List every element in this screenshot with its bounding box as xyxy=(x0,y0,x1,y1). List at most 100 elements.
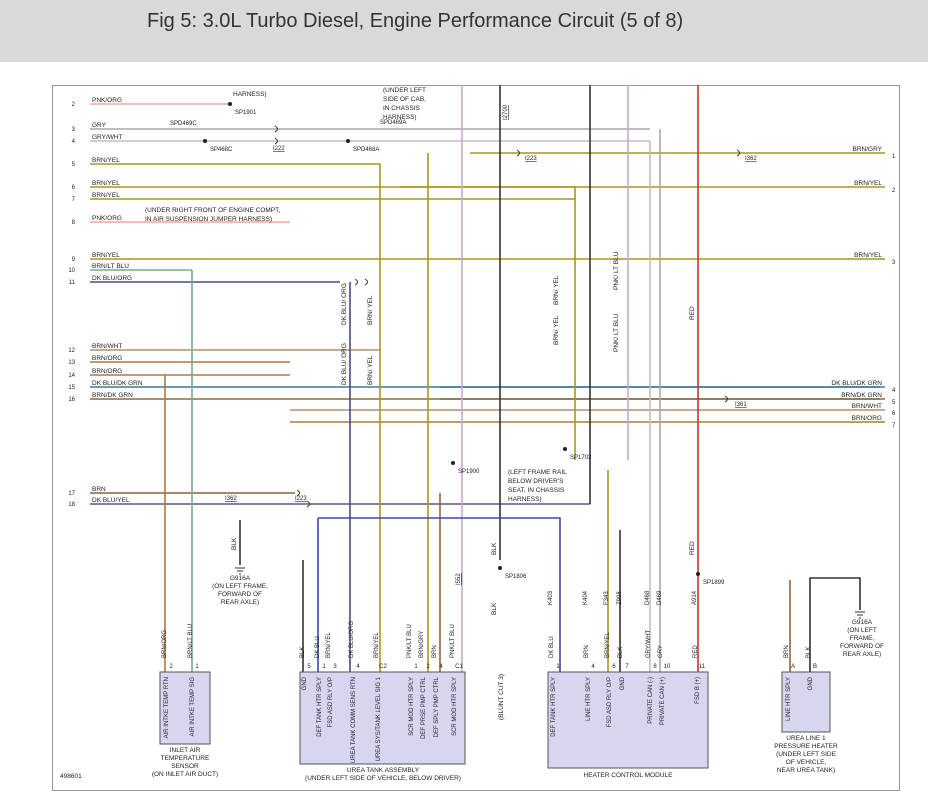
pin-function-heater_module: PRIVATE CAN (-) xyxy=(648,677,654,724)
left-pin-number: 7 xyxy=(72,197,76,203)
right-pin-number: 7 xyxy=(892,423,896,429)
component-urea_tank xyxy=(299,671,466,765)
left-wire-label: BRN/YEL xyxy=(92,252,120,259)
vertical-label-dkblu-org: DK BLU/ ORG xyxy=(341,283,348,325)
right-pin-number: 1 xyxy=(892,154,896,160)
pin-number-heater_module: 7 xyxy=(625,664,629,670)
left-pin-number: 13 xyxy=(68,360,75,366)
vertical-label-brn-yel-4: BRN/ YEL xyxy=(553,315,560,345)
pin-function-heater_module: LINE HTR SPLY xyxy=(586,677,592,721)
left-wire-label: BRN/YEL xyxy=(92,157,120,164)
left-pin-number: 8 xyxy=(72,220,76,226)
left-wire-label: BRN/LT BLU xyxy=(92,263,129,270)
vertical-label-blk-3: BLK xyxy=(231,537,238,550)
component-label-inlet_air: (ON INLET AIR DUCT) xyxy=(152,771,218,778)
connector-mark xyxy=(354,278,358,286)
right-wire-label: BRN/YEL xyxy=(854,180,882,187)
left-wire-label: BRN/YEL xyxy=(92,192,120,199)
pin-wire-heater_module: BRN/YEL xyxy=(605,632,611,658)
component-label-urea_line_heater: PRESSURE HEATER xyxy=(774,743,838,750)
ground-label-left: (ON LEFT FRAME, xyxy=(212,583,268,590)
left-wire-label: BRN/ORG xyxy=(92,355,122,362)
connector-ref-i552: I552 xyxy=(456,573,462,585)
left-pin-number: 14 xyxy=(68,373,75,379)
connector-mark xyxy=(736,149,740,157)
connector-ref-i222: I222 xyxy=(273,146,285,152)
splice-sp1899 xyxy=(696,572,700,576)
pin-number-urea_tank: 3 xyxy=(333,664,337,670)
splice-sp1703 xyxy=(563,447,567,451)
note-harness: HARNESS) xyxy=(233,91,267,98)
pin-number-inlet_air: 2 xyxy=(169,664,173,670)
pin-number-urea_tank: 1 xyxy=(322,664,326,670)
left-wire-label: DK BLU/DK GRN xyxy=(92,380,143,387)
pin-function-urea_tank: FSD ASD RLY O/P xyxy=(328,677,334,727)
splice-sp1806 xyxy=(498,566,502,570)
left-pin-number: 9 xyxy=(72,257,76,263)
left-wire-label: BRN xyxy=(92,486,106,493)
pin-function-urea_tank: DEF PRSE PMP CTRL xyxy=(421,676,427,739)
pin-function-urea_tank: DEF SPLY PMP CTRL xyxy=(434,676,440,737)
circuit-id: D469 xyxy=(657,590,663,605)
pin-number-heater_module: 10 xyxy=(664,664,671,670)
pin-number-heater_module: 6 xyxy=(612,664,616,670)
vertical-label-blk-2: BLK xyxy=(491,602,498,615)
pin-wire-heater_module: GRY xyxy=(658,645,664,658)
left-pin-number: 12 xyxy=(68,348,75,354)
circuit-id: D468 xyxy=(645,590,651,605)
labels-layer: 2PNK/ORG3GRY4GRY/WHT5BRN/YEL6BRN/YEL7BRN… xyxy=(60,87,896,782)
note-engine-compt: (UNDER RIGHT FRONT OF ENGINE COMPT, xyxy=(145,207,280,214)
note-left-cab: SIDE OF CAB, xyxy=(383,96,426,103)
note-frame-rail: (LEFT FRAME RAIL xyxy=(508,469,567,476)
component-label-inlet_air: INLET AIR xyxy=(170,747,201,754)
note-frame-rail: BELOW DRIVER'S xyxy=(508,478,564,485)
note-left-cab: HARNESS) xyxy=(383,114,417,121)
pin-wire-heater_module: GRY/WHT xyxy=(646,629,652,658)
note-frame-rail: SEAT, IN CHASSIS xyxy=(508,487,565,494)
pin-function-heater_module: FSD B (+) xyxy=(695,677,701,704)
wires-layer xyxy=(90,85,885,672)
note-blunt-cut: (BLUNT CUT 3) xyxy=(498,674,505,720)
pin-function-urea_line_heater: GND xyxy=(808,676,814,690)
splice-sp1900 xyxy=(451,461,455,465)
ground-label-left: REAR AXLE) xyxy=(221,599,259,606)
splice-label-sp1703: SP1703 xyxy=(570,455,592,461)
pin-number-heater_module: 11 xyxy=(699,664,706,670)
left-wire-label: GRY xyxy=(92,122,107,129)
component-label-urea_line_heater: (UNDER LEFT SIDE xyxy=(776,751,836,758)
connector-ref-i223b: I223 xyxy=(295,496,307,502)
pin-wire-urea_line_heater: BRN xyxy=(784,645,790,658)
component-label-inlet_air: SENSOR xyxy=(171,763,199,770)
connector-mark xyxy=(516,149,520,157)
note-left-cab: (UNDER LEFT xyxy=(383,87,426,94)
pin-number-urea_tank: C2 xyxy=(379,664,387,670)
pin-function-urea_tank: UREA SYS/TANK LEVEL SIG 1 xyxy=(376,676,382,761)
circuit-id: Z908 xyxy=(617,591,623,605)
ground-label-right: REAR AXLE) xyxy=(843,651,881,658)
ground-label-right: FORWARD OF xyxy=(840,643,884,650)
pin-wire-inlet_air: BRN/ORG xyxy=(162,630,168,658)
pin-wire-urea_tank: DK BLU xyxy=(315,636,321,658)
pin-function-inlet_air: AIR INTKE TEMP SIG xyxy=(190,677,196,737)
right-pin-number: 4 xyxy=(892,388,896,394)
pin-function-heater_module: GND xyxy=(620,676,626,690)
left-pin-number: 10 xyxy=(68,268,75,274)
splice-label-sp468c: SP468C xyxy=(210,147,233,153)
ground-label-right: (ON LEFT xyxy=(847,627,877,634)
pin-function-heater_module: PRIVATE CAN (+) xyxy=(660,677,666,725)
right-wire-label: BRN/DK GRN xyxy=(841,392,882,399)
component-label-urea_tank: UREA TANK ASSEMBLY xyxy=(347,767,420,774)
component-heater_module xyxy=(547,671,709,769)
right-pin-number: 2 xyxy=(892,188,896,194)
component-label-urea_line_heater: OF VEHICLE, xyxy=(786,759,827,766)
components-layer xyxy=(159,102,865,769)
splice-label-sp469a: SPD469A xyxy=(380,120,406,126)
note-left-cab: IN CHASSIS xyxy=(383,105,421,112)
vertical-label-red-2: RED xyxy=(689,541,696,555)
left-pin-number: 16 xyxy=(68,397,75,403)
splice-label-sp1806: SP1806 xyxy=(505,574,527,580)
pin-number-urea_tank: 2 xyxy=(426,664,430,670)
component-label-inlet_air: TEMPERATURE xyxy=(161,755,210,762)
ground-label-right: G916A xyxy=(852,619,873,626)
left-wire-label: BRN/ORG xyxy=(92,368,122,375)
